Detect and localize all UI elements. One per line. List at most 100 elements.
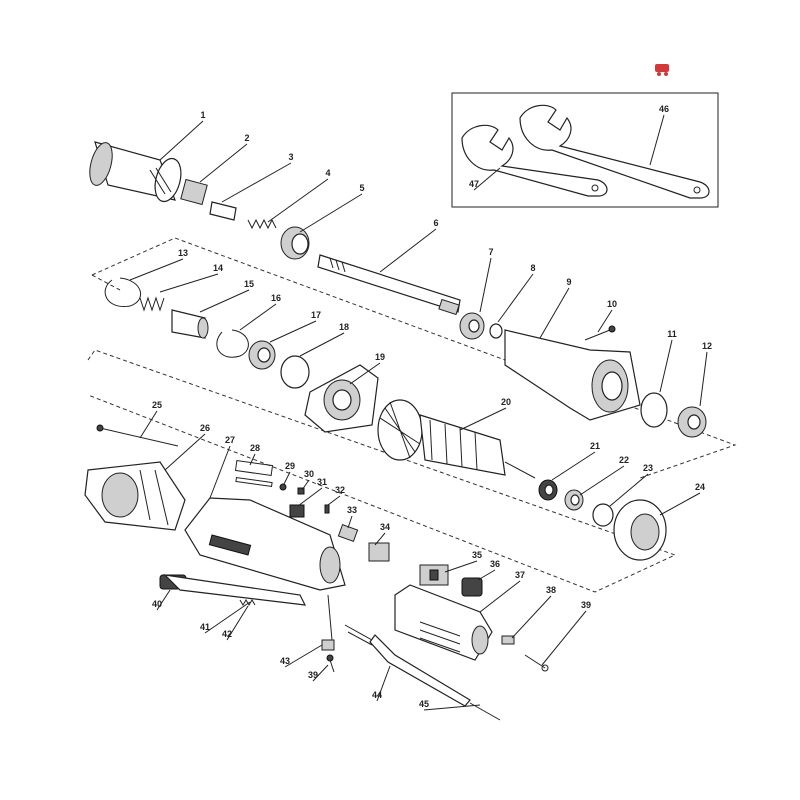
leader-line-2 <box>199 143 248 183</box>
leader-line-43 <box>284 644 323 668</box>
leader-line-9 <box>539 287 570 339</box>
leader-line-13 <box>129 258 184 281</box>
leader-line-5 <box>299 193 363 233</box>
leader-line-23 <box>609 473 649 507</box>
part-number-label: 10 <box>607 299 617 309</box>
part-number-label: 25 <box>152 400 162 410</box>
leader-line-11 <box>659 339 673 393</box>
leader-line-28 <box>249 453 256 466</box>
part-34-brush <box>368 542 390 562</box>
part-number-label: 12 <box>702 341 712 351</box>
leader-line-29 <box>283 471 291 485</box>
part-10-screw <box>584 325 616 341</box>
part-number-label: 34 <box>380 522 390 532</box>
part-18-oring <box>280 355 310 389</box>
part-number-label: 31 <box>317 477 327 487</box>
part-number-label: 29 <box>285 461 295 471</box>
part-16-circlip <box>216 329 249 358</box>
part-number-label: 5 <box>359 183 364 193</box>
part-number-label: 43 <box>280 656 290 666</box>
part-39-screw-left <box>326 654 335 673</box>
part-number-label: 30 <box>304 469 314 479</box>
part-number-label: 21 <box>590 441 600 451</box>
part-number-label: 6 <box>433 218 438 228</box>
wrench-47 <box>461 124 608 197</box>
dashed-group-upper <box>91 237 737 479</box>
leader-line-30 <box>301 479 310 491</box>
part-25-long-screw <box>96 424 179 447</box>
leader-line-21 <box>551 451 596 481</box>
brand-logo-icon <box>655 64 669 76</box>
wrench-inset-box <box>451 92 719 208</box>
leader-line-26 <box>164 433 206 471</box>
leader-line-20 <box>459 407 507 431</box>
leader-line-15 <box>199 289 250 313</box>
part-28-label <box>234 459 274 488</box>
part-number-label: 2 <box>244 133 249 143</box>
part-11-oring <box>640 392 668 428</box>
part-number-label: 11 <box>667 329 677 339</box>
part-number-label: 15 <box>244 279 254 289</box>
part-number-label: 7 <box>488 247 493 257</box>
part-14-spring <box>139 296 165 312</box>
part-number-label: 40 <box>152 599 162 609</box>
leader-line-18 <box>299 332 345 357</box>
leader-line-16 <box>239 303 277 331</box>
part-number-label: 18 <box>339 322 349 332</box>
part-2-nut <box>180 178 208 206</box>
part-number-label: 14 <box>213 263 223 273</box>
part-6-spindle <box>317 254 461 316</box>
leader-line-31 <box>297 487 323 507</box>
part-31-switch-block <box>289 504 305 518</box>
leader-line-10 <box>597 309 613 333</box>
part-22-bearing <box>564 489 584 511</box>
leader-line-1 <box>159 120 204 161</box>
leader-line-12 <box>699 351 708 407</box>
leader-line-42 <box>226 605 249 641</box>
leader-line-27 <box>209 445 231 499</box>
part-23-sleeve <box>592 503 614 527</box>
part-number-label: 45 <box>419 699 429 709</box>
part-number-label: 32 <box>335 485 345 495</box>
part-12-bearing <box>677 406 707 438</box>
part-number-label: 1 <box>200 110 205 120</box>
part-26-stator <box>84 461 186 531</box>
leader-line-39 <box>541 610 587 666</box>
part-number-label: 26 <box>200 423 210 433</box>
part-5-ring-nut <box>280 226 310 260</box>
part-33-brush-holder <box>337 523 359 543</box>
leader-line-33 <box>347 515 353 529</box>
part-3-collet <box>209 201 237 221</box>
part-37-rear-cover <box>394 584 493 661</box>
part-8-washer <box>489 323 503 339</box>
part-number-label: 27 <box>225 435 235 445</box>
part-17-bearing <box>248 340 276 370</box>
part-36-knob <box>461 577 483 597</box>
leader-line-3 <box>221 162 292 203</box>
part-number-label: 24 <box>695 482 705 492</box>
part-20-armature <box>377 399 536 479</box>
part-43-cable-clamp <box>321 594 335 651</box>
leader-line-38 <box>511 595 552 639</box>
part-number-label: 22 <box>619 455 629 465</box>
leader-line-8 <box>497 273 534 323</box>
part-number-label: 4 <box>325 168 330 178</box>
part-number-label: 42 <box>222 629 232 639</box>
part-7-bearing <box>459 312 485 340</box>
part-number-label: 35 <box>472 550 482 560</box>
part-9-housing <box>504 329 641 421</box>
part-32-spring-pin <box>324 504 330 514</box>
leader-line-37 <box>479 580 521 613</box>
part-27-motor-housing <box>184 497 346 591</box>
part-number-label: 44 <box>372 690 382 700</box>
part-35-switch <box>419 564 449 586</box>
leader-line-44 <box>376 665 391 702</box>
part-39-screw <box>524 654 549 672</box>
part-13-circlip <box>104 277 142 307</box>
part-29-pin <box>279 483 287 491</box>
leader-line-34 <box>374 532 386 546</box>
leader-line-19 <box>349 362 381 385</box>
part-41-lever <box>163 574 307 606</box>
leader-line-32 <box>327 495 341 506</box>
leader-line-14 <box>159 273 219 293</box>
